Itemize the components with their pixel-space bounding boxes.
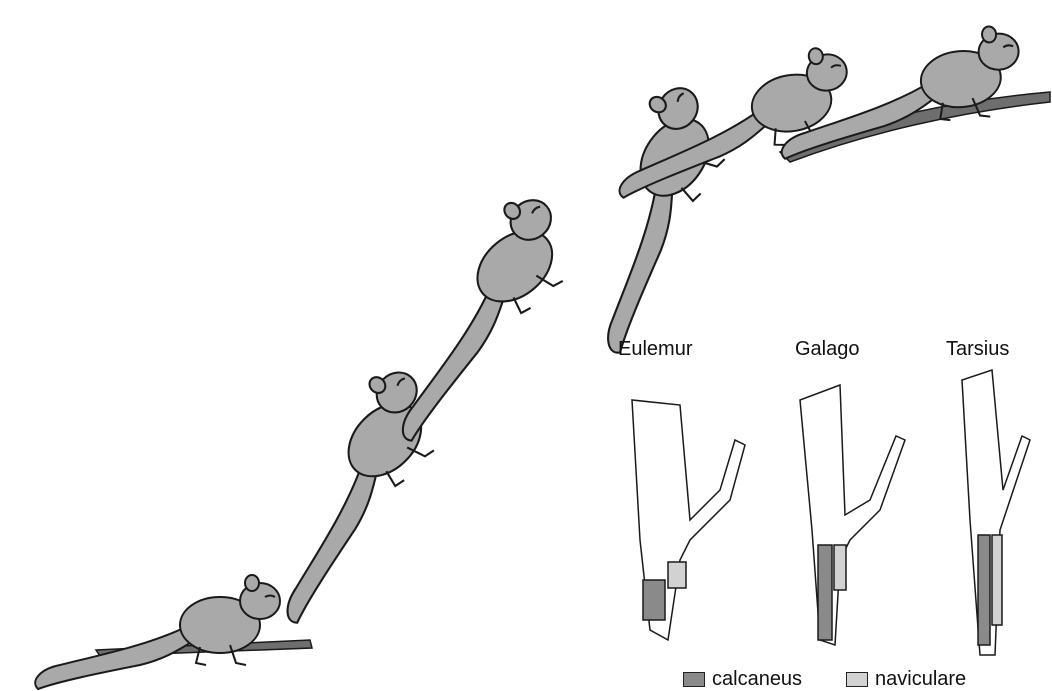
label-tarsius: Tarsius — [946, 338, 1009, 361]
animal-pose-3 — [332, 186, 606, 443]
animal-pose-1 — [35, 575, 280, 689]
animal-pose-5 — [601, 43, 862, 198]
calcaneus-tarsius — [978, 535, 990, 645]
foot-galago — [800, 385, 905, 645]
calcaneus-eulemur — [643, 580, 665, 620]
foot-eulemur — [632, 400, 745, 640]
foot-tarsius — [962, 370, 1030, 655]
naviculare-tarsius — [992, 535, 1002, 625]
legend-label-naviculare: naviculare — [875, 668, 966, 691]
label-galago: Galago — [795, 338, 860, 361]
naviculare-swatch — [846, 672, 868, 687]
naviculare-galago — [834, 545, 846, 590]
calcaneus-galago — [818, 545, 832, 640]
label-eulemur: Eulemur — [618, 338, 692, 361]
legend-item-naviculare: naviculare — [846, 668, 966, 690]
legend-label-calcaneus: calcaneus — [712, 668, 802, 691]
calcaneus-swatch — [683, 672, 705, 687]
legend-item-calcaneus: calcaneus — [683, 668, 802, 690]
animal-pose-4 — [520, 76, 765, 355]
naviculare-eulemur — [668, 562, 686, 588]
